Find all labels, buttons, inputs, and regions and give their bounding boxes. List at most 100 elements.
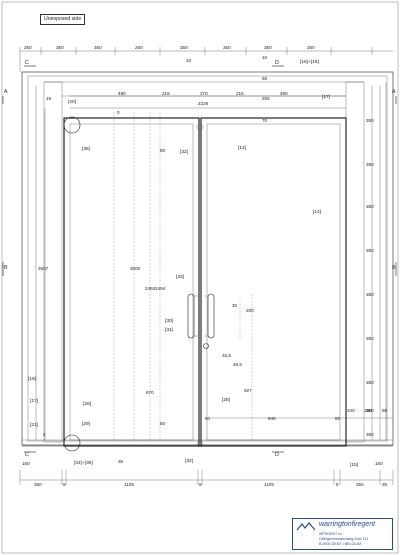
section-d-bottom: D — [275, 452, 279, 458]
door-leaves — [22, 117, 393, 447]
dim-66: 66 — [262, 76, 268, 81]
ref-17-left: [17] — [30, 398, 38, 404]
ref-19: [19] — [28, 376, 36, 382]
bottom-dimension-chain: 350 5 1105 5 1105 5 355 35 — [19, 470, 394, 487]
dim-190: 190 — [364, 408, 372, 413]
title-line-2: Ottergemsesteenweg-Zuid 711 — [319, 537, 369, 541]
dim-490-right: 490 — [280, 91, 288, 96]
internal-dimensions — [44, 95, 393, 442]
right-dimension-chain: 350 350 350 350 350 350 350 350 350 — [366, 82, 387, 440]
dim-2484: 2484 — [145, 286, 156, 291]
dim-490-left: 490 — [118, 91, 126, 96]
section-b-right: B — [392, 265, 396, 271]
detail-circle-bottom — [63, 434, 81, 452]
detail-circle-hinge-bottom — [196, 440, 204, 448]
ref-29: [29] — [82, 421, 90, 427]
dim-35: 35 — [118, 459, 124, 464]
dim-2226: 2226 — [198, 101, 209, 106]
dim-19: 19 — [46, 96, 52, 101]
ref-15-16: [15]+[16] — [300, 59, 319, 65]
top-dim-3: 350 — [94, 45, 102, 50]
dim-46-5: 46,5 — [233, 362, 242, 367]
section-c-top: C — [25, 60, 29, 66]
dim-70: 70 — [262, 118, 268, 123]
right-dim-7: 350 — [366, 380, 374, 385]
ref-28-right: [28] — [222, 397, 230, 403]
right-dim-4: 350 — [366, 248, 374, 253]
top-dim-1: 250 — [24, 45, 32, 50]
ref-36: [36] — [82, 146, 90, 152]
section-c-bottom: C — [25, 452, 29, 458]
bottom-dim-5: 1105 — [264, 482, 274, 487]
dim-160-left: 160 — [22, 461, 30, 466]
dim-0: 0 — [117, 110, 120, 115]
bottom-dim-2: 5 — [63, 482, 66, 487]
title-block: warringtonfiregent WFRGENT nv Ottergemse… — [292, 518, 393, 550]
ref-15: [15] — [350, 462, 358, 468]
ref-14-right: [14] — [313, 209, 321, 215]
section-d-top: D — [275, 60, 279, 66]
ref-32-top: [32] — [180, 149, 188, 155]
dim-10: 10 — [186, 58, 192, 63]
dim-160-right: 160 — [375, 461, 383, 466]
right-dim-6: 350 — [366, 336, 374, 341]
dim-100: 100 — [347, 408, 355, 413]
ref-28-left: [28] — [83, 401, 91, 407]
dim-88: 88 — [382, 408, 388, 413]
right-dim-2: 350 — [366, 162, 374, 167]
top-dim-6: 350 — [223, 45, 231, 50]
brand-logo-icon — [296, 522, 316, 531]
section-a-left: A — [4, 89, 8, 95]
right-dim-8: 350 — [366, 408, 374, 413]
title-line-1: WFRGENT nv — [319, 532, 342, 536]
dim-927: 927 — [244, 388, 252, 393]
bottom-dim-8: 35 — [382, 482, 388, 487]
dim-30: 30 — [232, 303, 238, 308]
detail-circle-hinge-top — [196, 123, 204, 131]
dim-80-bottom-left: 80 — [205, 416, 211, 421]
ref-14-top: [14] — [238, 145, 246, 151]
dim-32-5: 32,5 — [222, 353, 231, 358]
top-dimension-chain: 250 350 350 260 350 350 350 250 — [19, 45, 393, 72]
bottom-dim-4: 5 — [199, 482, 202, 487]
dim-215-left: 215 — [162, 91, 170, 96]
ref-20: [20] — [68, 99, 76, 105]
dim-2494: 2494 — [155, 286, 166, 291]
right-dim-5: 350 — [366, 292, 374, 297]
dim-3507: 3507 — [38, 266, 49, 271]
bottom-dim-1: 350 — [34, 482, 42, 487]
dim-370: 370 — [200, 91, 208, 96]
dim-215-right: 215 — [236, 91, 244, 96]
detail-circle-top — [63, 116, 81, 134]
title-line-3: B-9000 GENT • BELGIUM — [319, 542, 361, 546]
dim-4: 4 — [43, 432, 46, 437]
bottom-dim-3: 1105 — [124, 482, 134, 487]
ref-33: [33] — [176, 274, 184, 280]
top-dim-2: 350 — [56, 45, 64, 50]
ref-32-bottom: [32] — [185, 458, 193, 464]
dim-255: 255 — [262, 96, 270, 101]
right-dim-3: 350 — [366, 204, 374, 209]
right-dim-1: 350 — [366, 118, 374, 123]
section-a-right: A — [392, 89, 396, 95]
dim-200: 200 — [246, 308, 254, 313]
ref-30: [30] — [165, 318, 173, 324]
right-dim-9: 350 — [366, 432, 374, 437]
dim-945: 945 — [268, 416, 276, 421]
ref-17-top: [17] — [322, 94, 330, 100]
dim-50: 50 — [160, 421, 166, 426]
unexposed-side-label: Unexposed side — [40, 14, 86, 25]
ref-31: [31] — [165, 327, 173, 333]
top-dim-7: 350 — [264, 45, 272, 50]
dim-3000: 3000 — [130, 266, 141, 271]
brand-name: warringtonfiregent — [319, 521, 376, 528]
top-dim-5: 350 — [180, 45, 188, 50]
dim-870: 870 — [146, 390, 154, 395]
lock-cylinder — [203, 343, 209, 349]
bottom-dim-6: 5 — [336, 482, 339, 487]
pull-handles — [187, 293, 215, 339]
top-dim-8: 250 — [307, 45, 315, 50]
dim-80-bottom-right: 80 — [335, 416, 341, 421]
